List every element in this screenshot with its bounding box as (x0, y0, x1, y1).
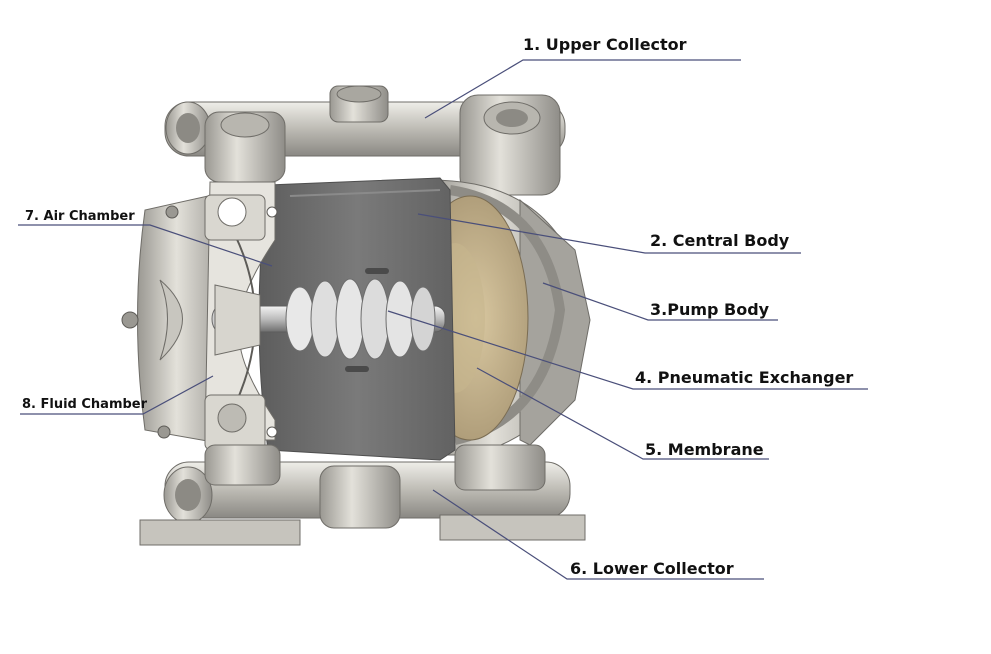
leader-lines (18, 59, 868, 580)
leader-fluid-chamber (20, 375, 214, 415)
leader-central-body (417, 213, 801, 254)
label-pneumatic-exchanger: 4. Pneumatic Exchanger (635, 368, 853, 387)
label-membrane: 5. Membrane (645, 440, 764, 459)
lower-collector-part (139, 444, 586, 546)
label-pump-body: 3.Pump Body (650, 300, 770, 319)
pneumatic-exchanger-part (211, 278, 446, 360)
labels: 1. Upper Collector 2. Central Body 3.Pum… (22, 35, 853, 578)
label-central-body: 2. Central Body (650, 231, 790, 250)
label-upper-collector: 1. Upper Collector (523, 35, 687, 54)
leader-lower-collector (432, 489, 764, 580)
pump-illustration (121, 85, 591, 546)
label-lower-collector: 6. Lower Collector (570, 559, 734, 578)
leader-upper-collector (424, 59, 741, 119)
leader-membrane (476, 367, 769, 460)
leader-pneumatic-exchanger (387, 310, 868, 390)
leader-air-chamber (18, 224, 273, 267)
label-fluid-chamber: 8. Fluid Chamber (22, 397, 148, 412)
upper-collector-part (164, 85, 566, 196)
label-air-chamber: 7. Air Chamber (25, 209, 135, 224)
leader-pump-body (542, 282, 778, 321)
